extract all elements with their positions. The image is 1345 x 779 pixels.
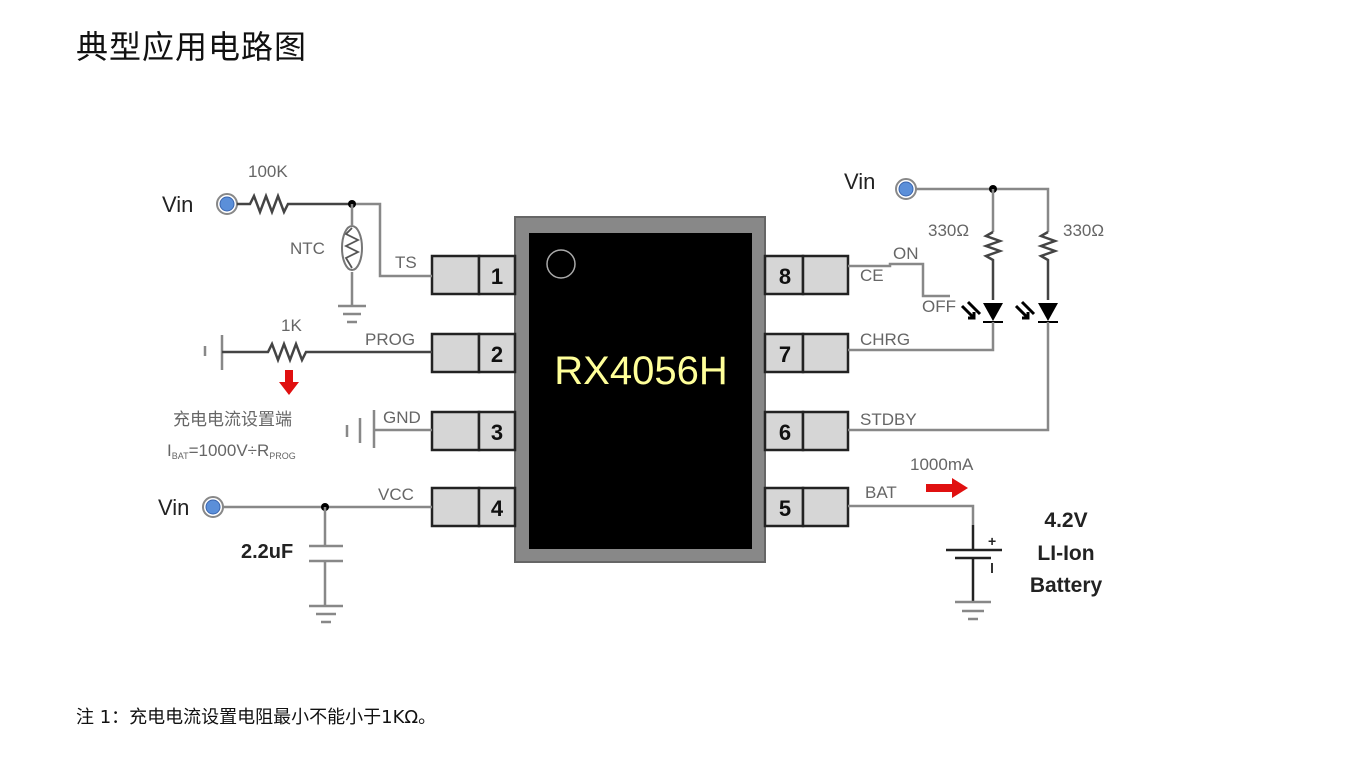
battery-voltage: 4.2V <box>1044 509 1087 532</box>
footnote: 注 1：充电电流设置电阻最小不能小于1KΩ。 <box>76 707 437 728</box>
pin-7: 7 <box>763 332 850 374</box>
battery-plus-icon: + <box>988 533 996 549</box>
pin-4: 4 <box>430 486 517 528</box>
light-emission-icon <box>960 300 982 320</box>
ts-network: Vin 100K NTC <box>162 162 432 324</box>
pin-3: 3 <box>430 410 517 452</box>
svg-text:8: 8 <box>779 264 791 289</box>
svg-text:7: 7 <box>779 342 791 367</box>
ntc-label: NTC <box>290 239 325 258</box>
pin-1: 1 <box>430 254 517 296</box>
svg-text:6: 6 <box>779 420 791 445</box>
prog-note-formula: IBAT=1000V÷RPROG <box>167 441 296 461</box>
vin-label-2: Vin <box>158 495 189 520</box>
resistor-1k-icon <box>222 340 432 364</box>
ground-icon <box>955 600 991 621</box>
led-icon <box>1038 303 1058 321</box>
gnd-network <box>345 410 432 448</box>
vin-label-3: Vin <box>844 169 875 194</box>
pin-label-chrg: CHRG <box>860 330 910 349</box>
led-network: Vin 330Ω 330Ω ON OFF <box>844 169 1104 432</box>
pin-label-prog: PROG <box>365 330 415 349</box>
r-ts-label: 100K <box>248 162 288 181</box>
pin-2: 2 <box>430 332 517 374</box>
pin-8: 8 <box>763 254 850 296</box>
r-led1-label: 330Ω <box>928 221 969 240</box>
ground-icon <box>338 304 366 324</box>
chip-package: RX4056H <box>514 216 766 563</box>
svg-text:4: 4 <box>491 496 504 521</box>
pin-label-ts: TS <box>395 253 417 272</box>
battery-network: 1000mA + 4.2V LI-Ion Battery <box>848 455 1103 621</box>
ce-off-label: OFF <box>922 297 956 316</box>
capacitor-icon <box>309 507 343 606</box>
r-prog-label: 1K <box>281 316 302 335</box>
ntc-thermistor-icon <box>341 225 363 271</box>
r-led2-label: 330Ω <box>1063 221 1104 240</box>
battery-type: LI-Ion <box>1037 542 1094 565</box>
vin-terminal-icon <box>895 178 917 200</box>
resistor-100k-icon <box>237 192 352 216</box>
ground-icon <box>345 410 376 448</box>
ce-switch-icon <box>848 262 950 298</box>
led-icon <box>983 303 1003 321</box>
resistor-330-icon <box>1037 230 1059 300</box>
page-title: 典型应用电路图 <box>76 28 308 66</box>
resistor-330-icon <box>982 230 1004 300</box>
pin-6: 6 <box>763 410 850 452</box>
prog-note-line1: 充电电流设置端 <box>173 410 292 429</box>
svg-text:1: 1 <box>491 264 503 289</box>
ground-icon <box>309 604 343 624</box>
ground-icon <box>203 335 224 370</box>
arrow-right-icon <box>926 478 968 498</box>
svg-text:5: 5 <box>779 496 791 521</box>
pin-label-stdby: STDBY <box>860 410 917 429</box>
pin-label-vcc: VCC <box>378 485 414 504</box>
light-emission-icon <box>1014 300 1036 320</box>
vin-terminal-icon <box>216 193 238 215</box>
battery-icon <box>946 525 1002 602</box>
cap-label: 2.2uF <box>241 541 293 563</box>
battery-label: Battery <box>1030 574 1103 597</box>
pin-5: 5 <box>763 486 850 528</box>
chip-name: RX4056H <box>554 349 727 393</box>
vin-label-1: Vin <box>162 192 193 217</box>
pin-label-bat: BAT <box>865 483 897 502</box>
ce-on-label: ON <box>893 244 919 263</box>
svg-text:2: 2 <box>491 342 503 367</box>
pin1-marker-icon <box>546 249 576 279</box>
svg-text:3: 3 <box>491 420 503 445</box>
arrow-down-icon <box>279 370 299 395</box>
pin-label-gnd: GND <box>383 408 421 427</box>
prog-network: 1K 充电电流设置端 IBAT=1000V÷RPROG <box>167 316 432 461</box>
vin-terminal-icon <box>202 496 224 518</box>
bat-current-label: 1000mA <box>910 455 974 474</box>
vcc-network: Vin 2.2uF <box>158 495 432 624</box>
pin-label-ce: CE <box>860 266 884 285</box>
